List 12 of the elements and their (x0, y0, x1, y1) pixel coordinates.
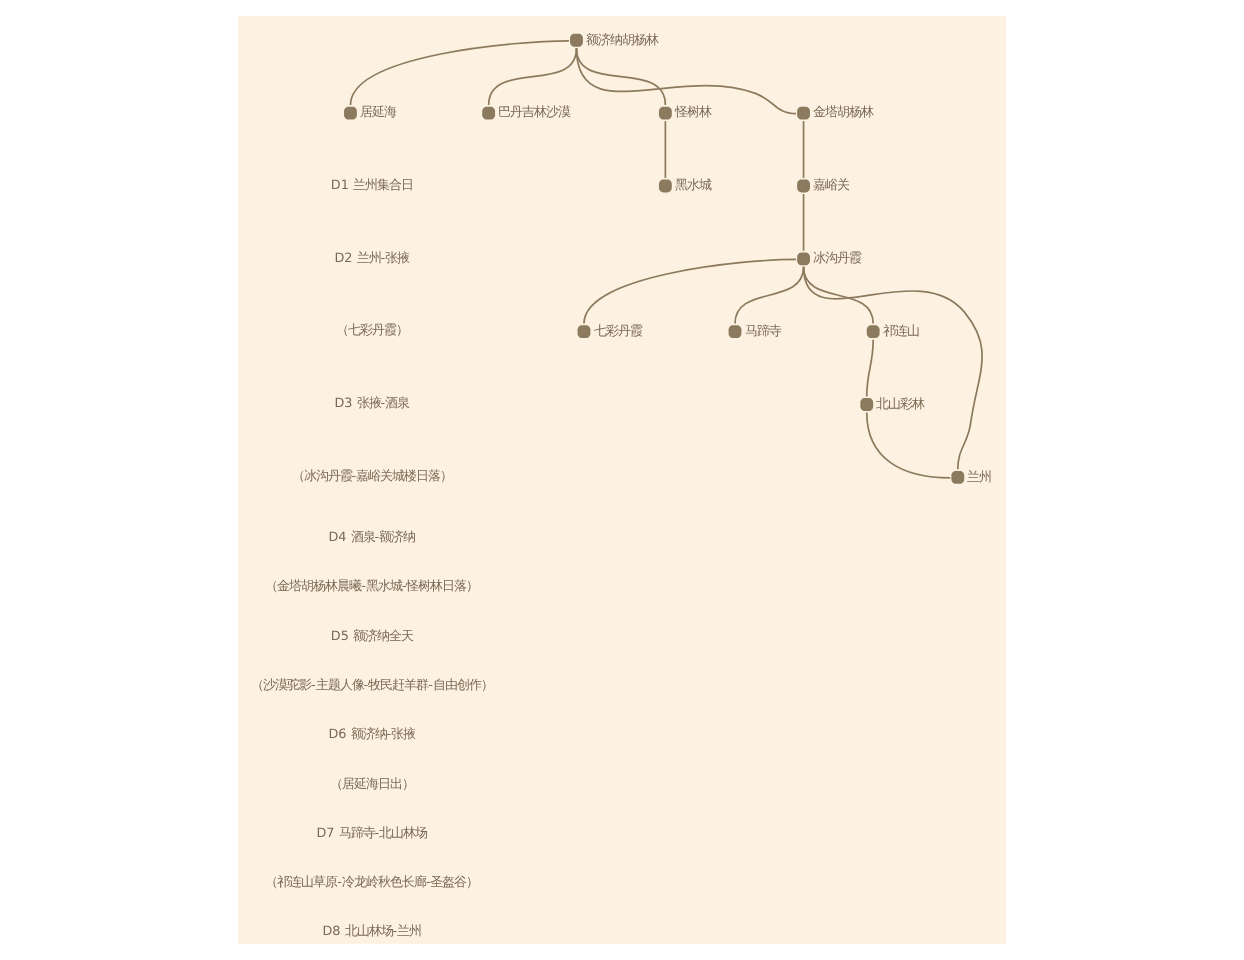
connector (487, 47, 578, 106)
connector (583, 258, 797, 325)
connector (664, 120, 667, 179)
connector (865, 411, 952, 479)
connector (802, 266, 983, 471)
connector (802, 120, 805, 179)
connector (802, 193, 805, 252)
connector (865, 338, 875, 398)
connector (349, 40, 570, 106)
connector (575, 47, 797, 115)
connector (802, 266, 875, 325)
connector (734, 266, 805, 325)
